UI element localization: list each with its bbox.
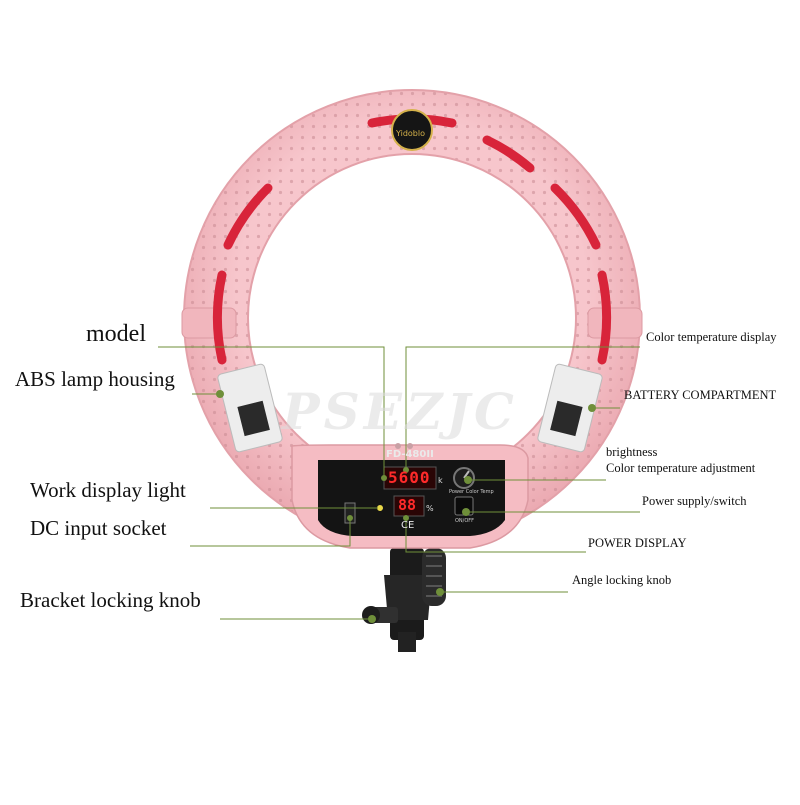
model-number: FD-480II xyxy=(386,449,434,460)
brand-logo: Yidoblo xyxy=(396,129,425,138)
leader-lines xyxy=(158,346,640,620)
label-power-switch: Power supply/switch xyxy=(642,494,747,508)
temp-readout: 5600 xyxy=(388,468,431,487)
logo-badge xyxy=(391,109,433,151)
label-angle-knob: Angle locking knob xyxy=(572,573,672,587)
power-unit: % xyxy=(426,504,434,513)
label-abs-housing: ABS lamp housing xyxy=(15,367,175,391)
stand-mount xyxy=(362,548,446,652)
label-brightness: brightness xyxy=(606,445,658,459)
temp-unit: k xyxy=(438,476,443,485)
label-color-temp-display: Color temperature display xyxy=(646,330,777,344)
knob-caption: Power Color Temp xyxy=(449,489,494,495)
label-bracket-knob: Bracket locking knob xyxy=(20,588,201,612)
label-model: model xyxy=(86,321,146,347)
ce-mark: CE xyxy=(401,520,415,531)
battery-compartment-left xyxy=(217,363,283,453)
label-color-temp-adjust: Color temperature adjustment xyxy=(606,461,756,475)
label-dc-input: DC input socket xyxy=(30,516,167,540)
label-work-display: Work display light xyxy=(30,478,186,502)
ring-body xyxy=(181,89,643,547)
label-power-display: POWER DISPLAY xyxy=(588,536,687,550)
power-readout: 88 xyxy=(398,496,417,514)
switch-caption: ON/OFF xyxy=(455,518,475,524)
leader-dots xyxy=(216,390,596,623)
work-display-light-icon xyxy=(377,505,383,511)
power-display xyxy=(393,495,425,517)
battery-compartment-right xyxy=(537,363,603,453)
watermark: PSEZJC xyxy=(282,382,518,441)
label-battery: BATTERY COMPARTMENT xyxy=(624,388,777,402)
